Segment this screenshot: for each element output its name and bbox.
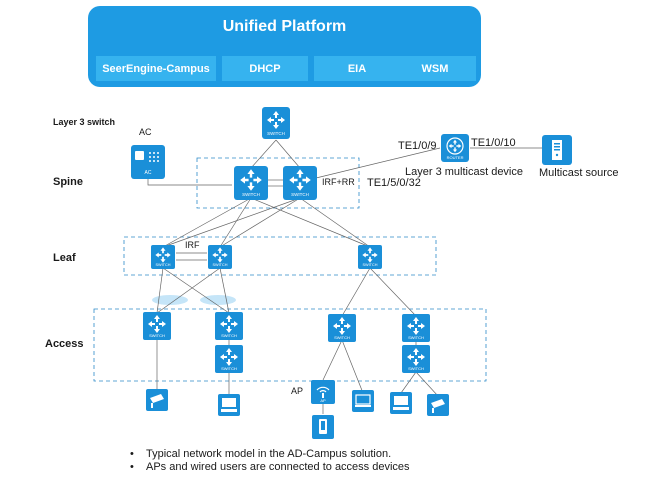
svg-text:SWITCH: SWITCH [291,192,309,197]
platform-title: Unified Platform [222,18,347,35]
laptop-icon [352,390,374,412]
camera-icon [146,389,168,411]
spine-switch-icon: SWITCH [283,166,317,200]
svg-text:SWITCH: SWITCH [267,131,285,136]
svg-text:ROUTER: ROUTER [447,155,464,160]
router-icon: ROUTER [441,134,469,162]
svg-text:SWITCH: SWITCH [221,333,237,338]
svg-text:SWITCH: SWITCH [156,263,171,267]
spine-switch-icon: SWITCH [234,166,268,200]
svg-text:SWITCH: SWITCH [334,335,350,340]
pc-icon [218,394,240,416]
multicast-source-server-icon [542,135,572,165]
svg-text:SWITCH: SWITCH [149,333,165,338]
unified-platform: Unified Platform SeerEngine-Campus DHCP … [88,6,481,87]
svg-text:SWITCH: SWITCH [213,263,228,267]
ac-label: AC [139,127,152,137]
access-switch-icon: SWITCH [215,345,243,373]
access-switch-icon: SWITCH [402,314,430,342]
svg-text:AP: AP [320,398,326,403]
access-zone [93,308,487,382]
te1-0-10-label: TE1/0/10 [471,137,516,149]
layer3-switch-label: Layer 3 switch [53,117,116,127]
platform-box-eia: EIA [314,56,400,81]
svg-text:SWITCH: SWITCH [363,263,378,267]
platform-box-dhcp: DHCP [222,56,308,81]
leaf-switch-icon: SWITCH [151,245,175,269]
access-label: Access [45,338,84,350]
ac-controller-icon: AC [131,145,165,179]
ap-label: AP [291,386,304,396]
svg-text:SWITCH: SWITCH [408,366,424,371]
pc-icon [390,392,412,414]
svg-text:SWITCH: SWITCH [242,192,260,197]
camera-icon [427,394,449,416]
access-switch-icon: SWITCH [402,345,430,373]
svg-text:AC: AC [145,170,152,176]
leaf-switch-icon: SWITCH [208,245,232,269]
notes-list: Typical network model in the AD-Campus s… [130,448,410,474]
access-switch-icon: SWITCH [215,312,243,340]
note-item: Typical network model in the AD-Campus s… [130,448,410,461]
platform-box-seerengine: SeerEngine-Campus [96,56,216,81]
spine-zone [196,157,360,209]
l3-multicast-device-label: Layer 3 multicast device [405,166,523,178]
access-switch-icon: SWITCH [143,312,171,340]
te1-0-9-label: TE1/0/9 [398,140,437,152]
mobile-phone-icon [312,415,334,439]
platform-box-wsm: WSM [394,56,476,81]
te1-5-0-32-label: TE1/5/0/32 [367,177,421,189]
note-item: APs and wired users are connected to acc… [130,461,410,474]
core-switch-icon: SWITCH [262,107,290,139]
leaf-zone [123,236,437,276]
svg-text:SWITCH: SWITCH [221,366,237,371]
svg-text:SWITCH: SWITCH [408,335,424,340]
access-switch-icon: SWITCH [328,314,356,342]
irf-label: IRF [185,240,200,250]
leaf-switch-icon: SWITCH [358,245,382,269]
ap-icon: AP [311,380,335,404]
leaf-label: Leaf [53,252,76,264]
irf-rr-label: IRF+RR [322,177,355,187]
multicast-source-label: Multicast source [539,167,619,179]
spine-label: Spine [53,176,83,188]
